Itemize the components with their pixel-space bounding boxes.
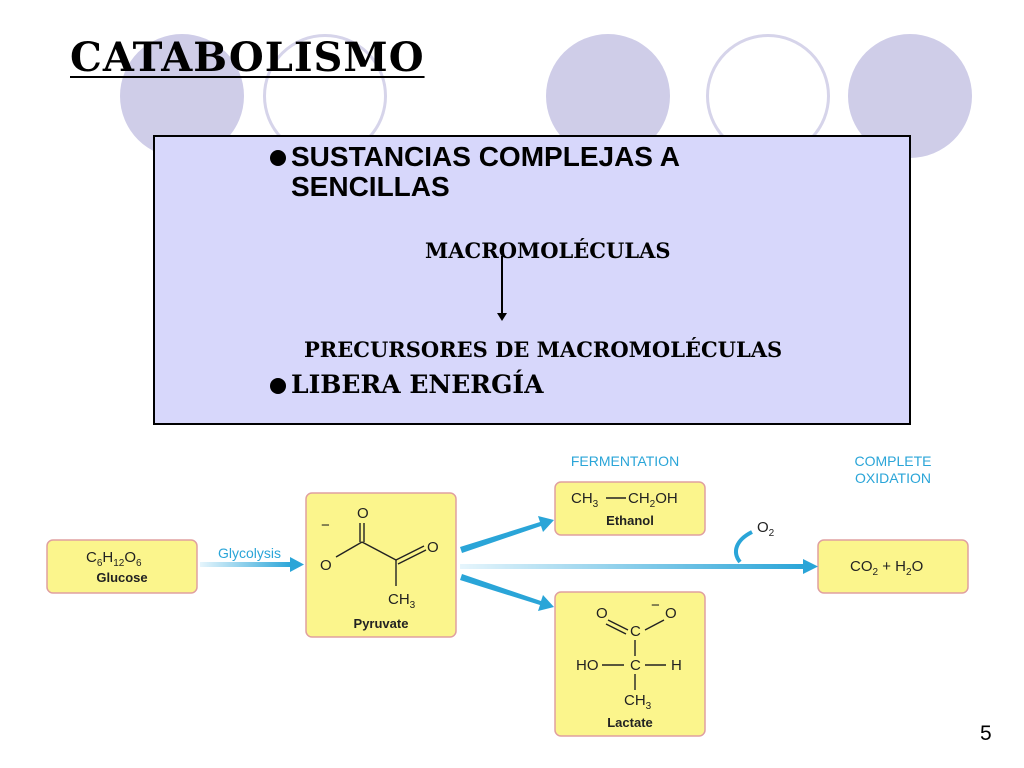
arrow-to-ethanol-icon (460, 516, 554, 553)
arrow-to-lactate-icon (460, 574, 554, 611)
svg-text:O: O (596, 605, 608, 622)
slide-title: CATABOLISMO (70, 34, 425, 81)
svg-text:O: O (665, 605, 677, 622)
precursors-label: PRECURSORES DE MACROMOLÉCULAS (304, 337, 783, 362)
svg-text:HO: HO (576, 657, 599, 674)
lactate-name: Lactate (607, 715, 653, 730)
svg-text:O: O (357, 505, 369, 522)
minus-charge: − (321, 517, 330, 534)
svg-text:CH3: CH3 (571, 490, 599, 510)
oxygen-input-arrow (734, 530, 753, 564)
svg-text:C: C (630, 623, 641, 640)
fermentation-label: FERMENTATION (571, 453, 679, 469)
glycolysis-arrow (200, 562, 292, 567)
ethanol-box: CH3 CH2OH Ethanol (554, 481, 706, 536)
svg-text:−: − (651, 597, 660, 614)
svg-text:H: H (671, 657, 682, 674)
svg-text:CH2OH: CH2OH (628, 490, 678, 510)
svg-text:O: O (427, 539, 439, 556)
svg-text:O: O (320, 557, 332, 574)
pyruvate-box: − O O O CH3 Pyruvate (305, 492, 457, 638)
glucose-name: Glucose (96, 570, 147, 585)
svg-text:C: C (630, 657, 641, 674)
bullet-releases-energy: LIBERA ENERGÍA (270, 370, 544, 400)
co2-h2o-box: CO2 + H2O (817, 539, 969, 594)
bullet-dot-icon (270, 378, 286, 394)
bullet-text: LIBERA ENERGÍA (291, 370, 544, 399)
glucose-box: C6H12O6 Glucose (46, 539, 198, 594)
ethanol-name: Ethanol (606, 513, 654, 528)
bullet-dot-icon (270, 150, 286, 166)
bullet-complex-to-simple: SUSTANCIAS COMPLEJAS A SENCILLAS (270, 142, 761, 202)
lactate-box: − O O C HO C H CH3 Lactate (554, 591, 706, 737)
arrow-to-oxidation (460, 564, 805, 569)
bullet-text: SUSTANCIAS COMPLEJAS A SENCILLAS (291, 141, 679, 202)
content-panel (153, 135, 911, 425)
svg-text:CH3: CH3 (388, 591, 416, 611)
complete-oxidation-label-line1: COMPLETE (854, 453, 931, 469)
complete-oxidation-label-line2: OXIDATION (855, 470, 931, 486)
down-arrow-icon (497, 313, 507, 321)
co2-h2o-formula: CO2 + H2O (850, 558, 923, 578)
macromolecules-label: MACROMOLÉCULAS (425, 238, 671, 263)
arrow-to-oxidation-head-icon (803, 559, 818, 574)
glycolysis-arrowhead-icon (290, 557, 304, 572)
down-arrow-line (501, 256, 503, 316)
glycolysis-label: Glycolysis (218, 545, 281, 561)
oxygen-label: O2 (757, 519, 775, 539)
svg-text:CH3: CH3 (624, 692, 652, 712)
page-number: 5 (980, 722, 992, 745)
pyruvate-name: Pyruvate (354, 616, 409, 631)
